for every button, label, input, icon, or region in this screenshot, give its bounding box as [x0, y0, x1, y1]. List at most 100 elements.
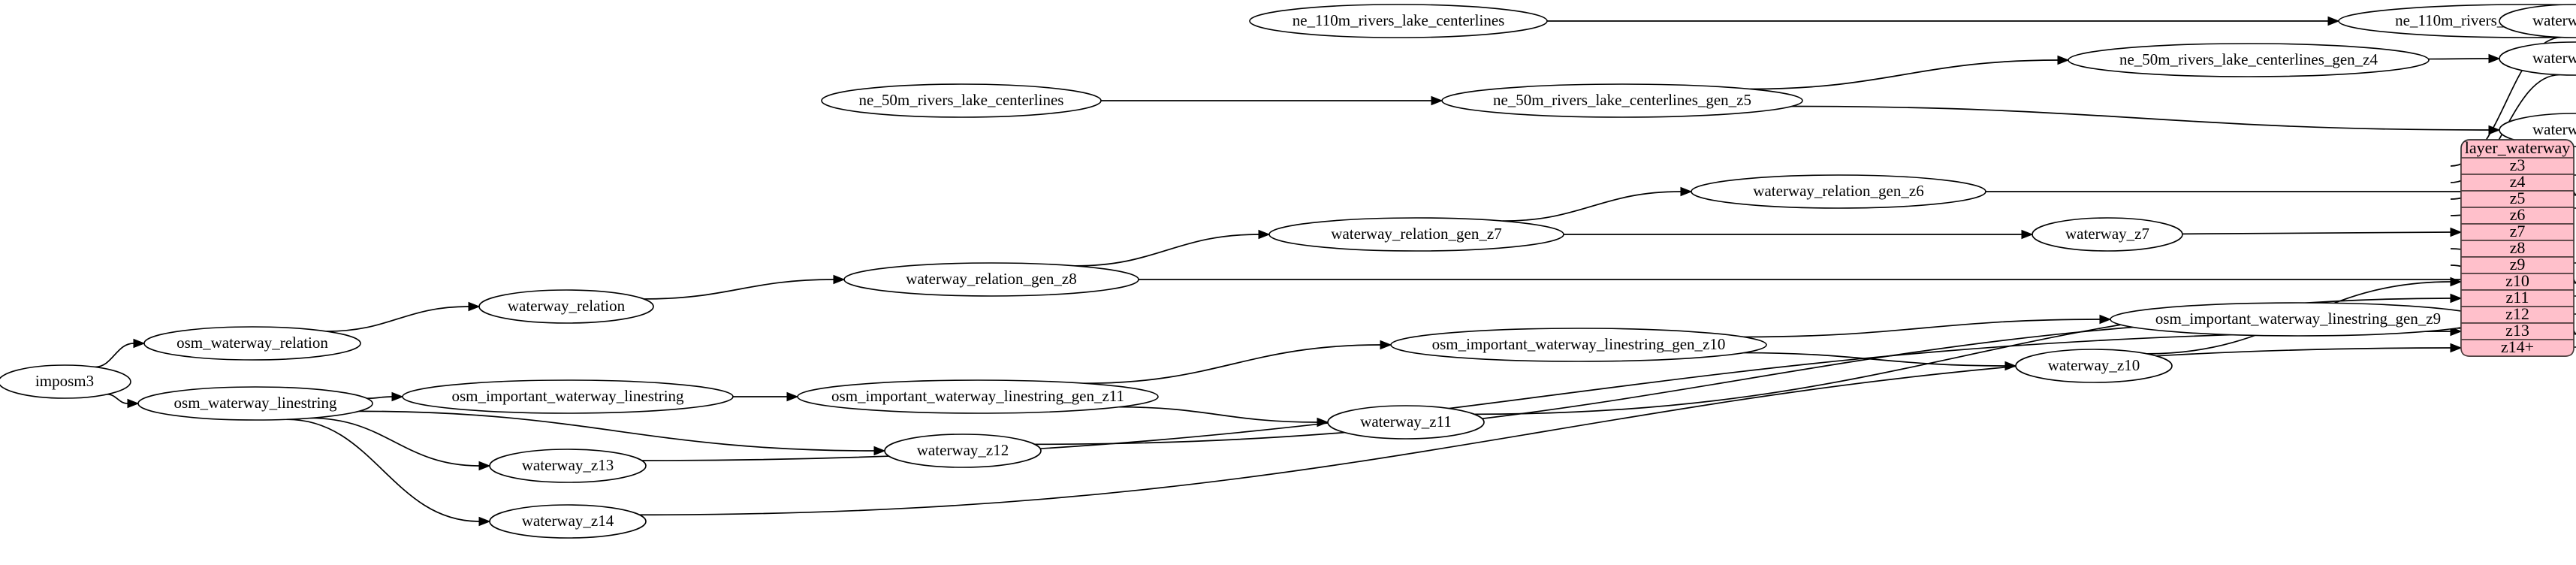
node-ellipse — [843, 262, 1139, 297]
node-ellipse — [2499, 4, 2576, 38]
nodes-layer: imposm3 osm_waterway_relation osm_waterway… — [0, 4, 2576, 539]
graph-node-waterway_relation_gen_z7[interactable]: waterway_relation_gen_z7 — [1268, 217, 1564, 252]
edge-arrowhead — [2450, 227, 2463, 237]
graph-node-osm_important_waterway_linestring_gen_z10[interactable]: osm_important_waterway_linestring_gen_z1… — [1390, 328, 1767, 362]
graph-node-ne_50m_rivers_lake_centerlines_gen_z4[interactable]: ne_50m_rivers_lake_centerlines_gen_z4 — [2068, 43, 2430, 77]
graph-node-waterway_relation_gen_z8[interactable]: waterway_relation_gen_z8 — [843, 262, 1139, 297]
graph-edge — [358, 410, 875, 452]
node-ellipse — [1441, 83, 1803, 118]
layer-waterway-row[interactable] — [2460, 339, 2574, 357]
graph-node-ne_50m_rivers_lake_centerlines_gen_z5[interactable]: ne_50m_rivers_lake_centerlines_gen_z5 — [1441, 83, 1803, 118]
edge-arrowhead — [1317, 417, 1329, 428]
layer-waterway-row[interactable] — [2460, 190, 2574, 208]
edge-arrowhead — [1680, 186, 1693, 197]
layer-waterway-row[interactable] — [2460, 289, 2574, 307]
edges-layer — [95, 16, 2562, 527]
graph-node-waterway_z10[interactable]: waterway_z10 — [2015, 349, 2173, 383]
graph-node-waterway_relation[interactable]: waterway_relation — [478, 289, 654, 324]
node-ellipse — [1390, 328, 1767, 362]
node-ellipse — [2499, 113, 2576, 147]
graph-edge — [2182, 231, 2451, 235]
node-ellipse — [2068, 43, 2430, 77]
edge-arrowhead — [2450, 276, 2463, 287]
node-ellipse — [478, 289, 654, 324]
node-ellipse — [2032, 217, 2183, 252]
graph-edge — [644, 279, 834, 300]
edge-arrowhead — [833, 274, 846, 285]
node-ellipse — [2110, 302, 2487, 337]
node-ellipse — [797, 379, 1159, 414]
graph-node-waterway_z4[interactable]: waterway_z4 — [2499, 41, 2576, 76]
edge-arrowhead — [2488, 53, 2501, 64]
graph-edge — [1743, 352, 2006, 367]
graph-node-osm_important_waterway_linestring_gen_z11[interactable]: osm_important_waterway_linestring_gen_z1… — [797, 379, 1159, 414]
edge-arrowhead — [2450, 293, 2463, 304]
edge-arrowhead — [1380, 340, 1392, 350]
graph-edge — [1791, 105, 2490, 131]
edge-arrowhead — [478, 461, 491, 471]
graph-node-osm_waterway_linestring[interactable]: osm_waterway_linestring — [137, 386, 373, 421]
layer-waterway-row[interactable] — [2460, 306, 2574, 324]
graph-node-waterway_z13[interactable]: waterway_z13 — [489, 449, 647, 483]
edge-arrowhead — [2327, 16, 2340, 26]
edge-arrowhead — [2057, 55, 2070, 65]
graph-node-ne_50m_rivers_lake_centerlines[interactable]: ne_50m_rivers_lake_centerlines — [821, 83, 1102, 118]
graph-node-waterway_z7[interactable]: waterway_z7 — [2032, 217, 2183, 252]
graph-node-waterway_z12[interactable]: waterway_z12 — [884, 434, 1042, 468]
node-ellipse — [821, 83, 1102, 118]
node-ellipse — [0, 364, 131, 399]
node-ellipse — [2015, 349, 2173, 383]
graph-edge — [1502, 191, 1682, 222]
graph-node-osm_waterway_relation[interactable]: osm_waterway_relation — [143, 326, 361, 361]
layer-waterway-row[interactable] — [2460, 174, 2574, 192]
edge-arrowhead — [478, 516, 491, 527]
node-ellipse — [489, 449, 647, 483]
edge-arrowhead — [786, 391, 799, 402]
edge-arrowhead — [2450, 343, 2463, 353]
graph-edge — [107, 393, 128, 404]
node-ellipse — [884, 434, 1042, 468]
layer-waterway-row[interactable] — [2460, 207, 2574, 225]
node-ellipse — [137, 386, 373, 421]
graph-edge — [1750, 59, 2059, 90]
edge-arrowhead — [2021, 229, 2034, 240]
graph-edge — [95, 343, 134, 368]
graph-edge — [326, 306, 469, 332]
graph-edge — [1118, 406, 1318, 423]
node-ellipse — [402, 379, 734, 414]
edge-arrowhead — [2488, 125, 2501, 135]
edge-arrowhead — [2099, 314, 2112, 325]
layer-waterway-row[interactable] — [2460, 157, 2574, 175]
node-ellipse — [489, 504, 647, 539]
layer-waterway-table: layer_waterwayz3z4z5z6z7z8z9z10z11z12z13… — [2460, 138, 2574, 357]
layer-waterway-row[interactable] — [2460, 223, 2574, 241]
node-ellipse — [143, 326, 361, 361]
graph-node-imposm3[interactable]: imposm3 — [0, 364, 131, 399]
node-ellipse — [1268, 217, 1564, 252]
node-ellipse — [1691, 174, 1986, 209]
graph-node-waterway_z11[interactable]: waterway_z11 — [1327, 405, 1485, 440]
edge-arrowhead — [1431, 95, 1443, 106]
edge-arrowhead — [1258, 229, 1271, 240]
layer-waterway-row[interactable] — [2460, 240, 2574, 258]
edge-arrowhead — [873, 446, 886, 456]
edge-arrowhead — [2004, 361, 2017, 371]
graph-node-ne_110m_rivers_lake_centerlines[interactable]: ne_110m_rivers_lake_centerlines — [1249, 4, 1548, 38]
layer-waterway-row[interactable] — [2460, 322, 2574, 340]
graph-node-waterway_relation_gen_z6[interactable]: waterway_relation_gen_z6 — [1691, 174, 1986, 209]
graph-edge — [287, 418, 480, 522]
layer-waterway-row[interactable] — [2460, 273, 2574, 291]
graph-node-waterway_z14[interactable]: waterway_z14 — [489, 504, 647, 539]
graph-edge — [310, 417, 480, 467]
node-ellipse — [2499, 41, 2576, 76]
layer-waterway-row[interactable] — [2460, 256, 2574, 274]
graph-edge — [1075, 234, 1259, 267]
graph-node-osm_important_waterway_linestring[interactable]: osm_important_waterway_linestring — [402, 379, 734, 414]
graph-edge — [1743, 319, 2101, 338]
node-ellipse — [1249, 4, 1548, 38]
edge-arrowhead — [2450, 326, 2463, 337]
graph-node-osm_important_waterway_linestring_gen_z9[interactable]: osm_important_waterway_linestring_gen_z9 — [2110, 302, 2487, 337]
graph-edge — [366, 396, 393, 400]
